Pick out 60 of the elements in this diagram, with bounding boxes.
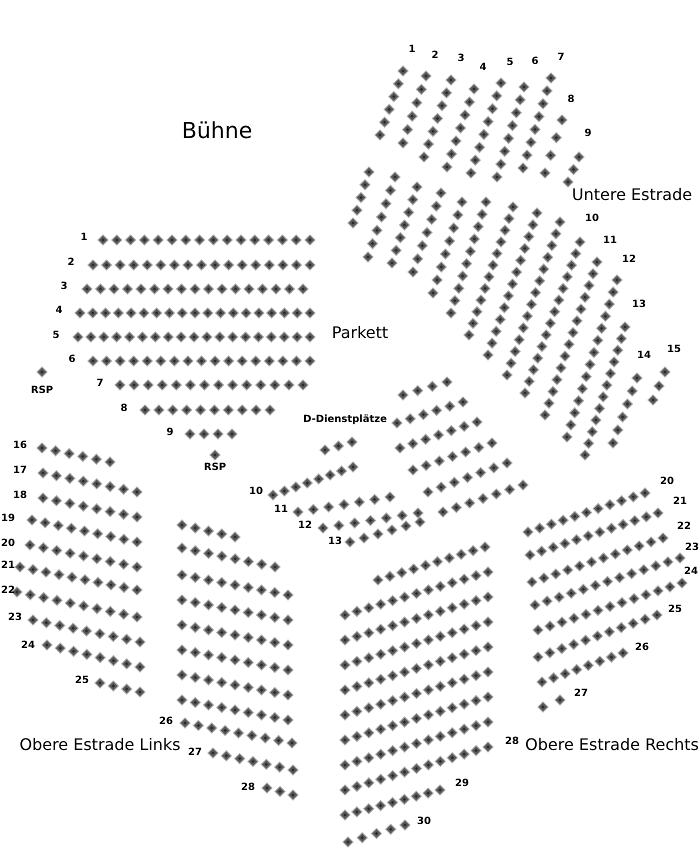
row-number: 8 [120, 404, 128, 414]
row-number: 26 [635, 643, 649, 653]
row-number: 20 [660, 477, 674, 487]
section-label: Parkett [332, 325, 388, 341]
row-number: 24 [684, 567, 698, 577]
row-number: 23 [685, 543, 699, 553]
row-number: 28 [505, 737, 519, 747]
row-number: 10 [585, 214, 599, 224]
row-number: 2 [432, 51, 438, 61]
row-number: 6 [68, 355, 76, 365]
row-number: 20 [1, 539, 15, 549]
row-number: 11 [274, 505, 288, 515]
row-number: 27 [188, 748, 202, 758]
row-number: 30 [417, 817, 431, 827]
row-number: 8 [568, 95, 574, 105]
row-number: 10 [249, 487, 263, 497]
row-number: 12 [298, 521, 312, 531]
row-number: 25 [668, 605, 682, 615]
row-number: 7 [558, 53, 564, 63]
section-label: Obere Estrade Links [19, 737, 181, 753]
row-number: 22 [677, 522, 691, 532]
row-number: 12 [622, 255, 636, 265]
row-number: 26 [159, 717, 173, 727]
row-number: 3 [458, 54, 464, 64]
row-number: 18 [13, 491, 27, 501]
row-number: 1 [408, 45, 416, 55]
row-number: 9 [166, 428, 174, 438]
row-number: 14 [637, 351, 651, 361]
seat-tag: D-Dienstplätze [303, 415, 387, 425]
row-number: 1 [80, 233, 88, 243]
row-number: 25 [75, 676, 89, 686]
row-number: 2 [68, 258, 74, 268]
row-number: 6 [532, 57, 538, 67]
section-label: Untere Estrade [572, 187, 692, 203]
row-number: 5 [52, 331, 60, 341]
row-number: 13 [632, 300, 646, 310]
section-label: Obere Estrade Rechts [525, 737, 699, 753]
stage-label: Bühne [182, 121, 252, 143]
row-number: 4 [480, 63, 486, 73]
row-number: 9 [584, 129, 592, 139]
row-number: 28 [241, 783, 255, 793]
row-number: 17 [13, 466, 27, 476]
row-number: 23 [8, 613, 22, 623]
row-number: 22 [1, 586, 15, 596]
row-number: 21 [673, 497, 687, 507]
row-number: 16 [13, 441, 27, 451]
row-number: 13 [328, 537, 342, 547]
row-number: 29 [455, 779, 469, 789]
row-number: 7 [96, 379, 104, 389]
row-number: 5 [506, 58, 514, 68]
row-number: 4 [56, 306, 62, 316]
row-number: 24 [21, 641, 35, 651]
row-number: 3 [60, 282, 68, 292]
row-number: 15 [667, 345, 681, 355]
row-number: 19 [1, 514, 15, 524]
row-number: 27 [574, 689, 588, 699]
row-number: 11 [603, 236, 617, 246]
seat-tag: RSP [30, 386, 54, 396]
row-number: 21 [1, 561, 15, 571]
seat-tag: RSP [204, 463, 226, 473]
